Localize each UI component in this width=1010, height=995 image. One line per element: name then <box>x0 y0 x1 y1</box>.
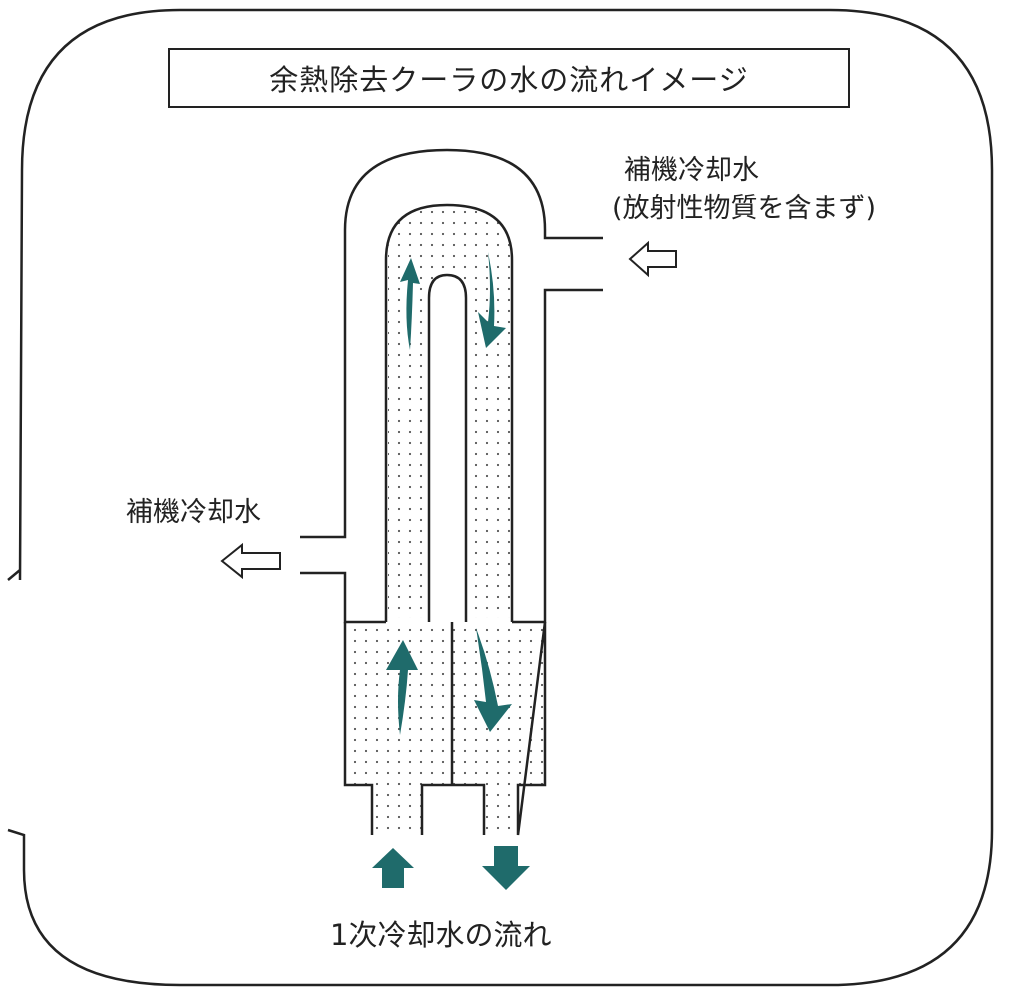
aux-cooling-water-inlet-label: 補機冷却水 <box>624 155 759 186</box>
aux-cooling-water-outlet-label: 補機冷却水 <box>126 497 261 528</box>
flow-arrow-up-lower-left <box>386 640 418 735</box>
solid-arrow-down-icon <box>482 846 530 890</box>
cooler-shell <box>300 148 603 624</box>
flow-arrow-down-lower-right <box>474 628 512 732</box>
flow-arrow-down-right-tube <box>478 252 506 348</box>
u-tube-outer <box>384 203 514 622</box>
aux-cooling-water-inlet-note: (放射性物質を含まず) <box>612 193 877 224</box>
u-tube-inner <box>427 273 468 622</box>
outer-frame <box>7 8 994 987</box>
primary-water-region <box>348 205 545 834</box>
diagram-title: 余熱除去クーラの水の流れイメージ <box>168 48 850 108</box>
flow-arrow-up-left-tube <box>400 258 420 350</box>
primary-coolant-flow-label: 1次冷却水の流れ <box>330 918 552 952</box>
hollow-arrow-left-icon <box>628 240 677 278</box>
hollow-arrow-left-icon <box>220 542 281 580</box>
solid-arrow-up-icon <box>372 848 414 888</box>
